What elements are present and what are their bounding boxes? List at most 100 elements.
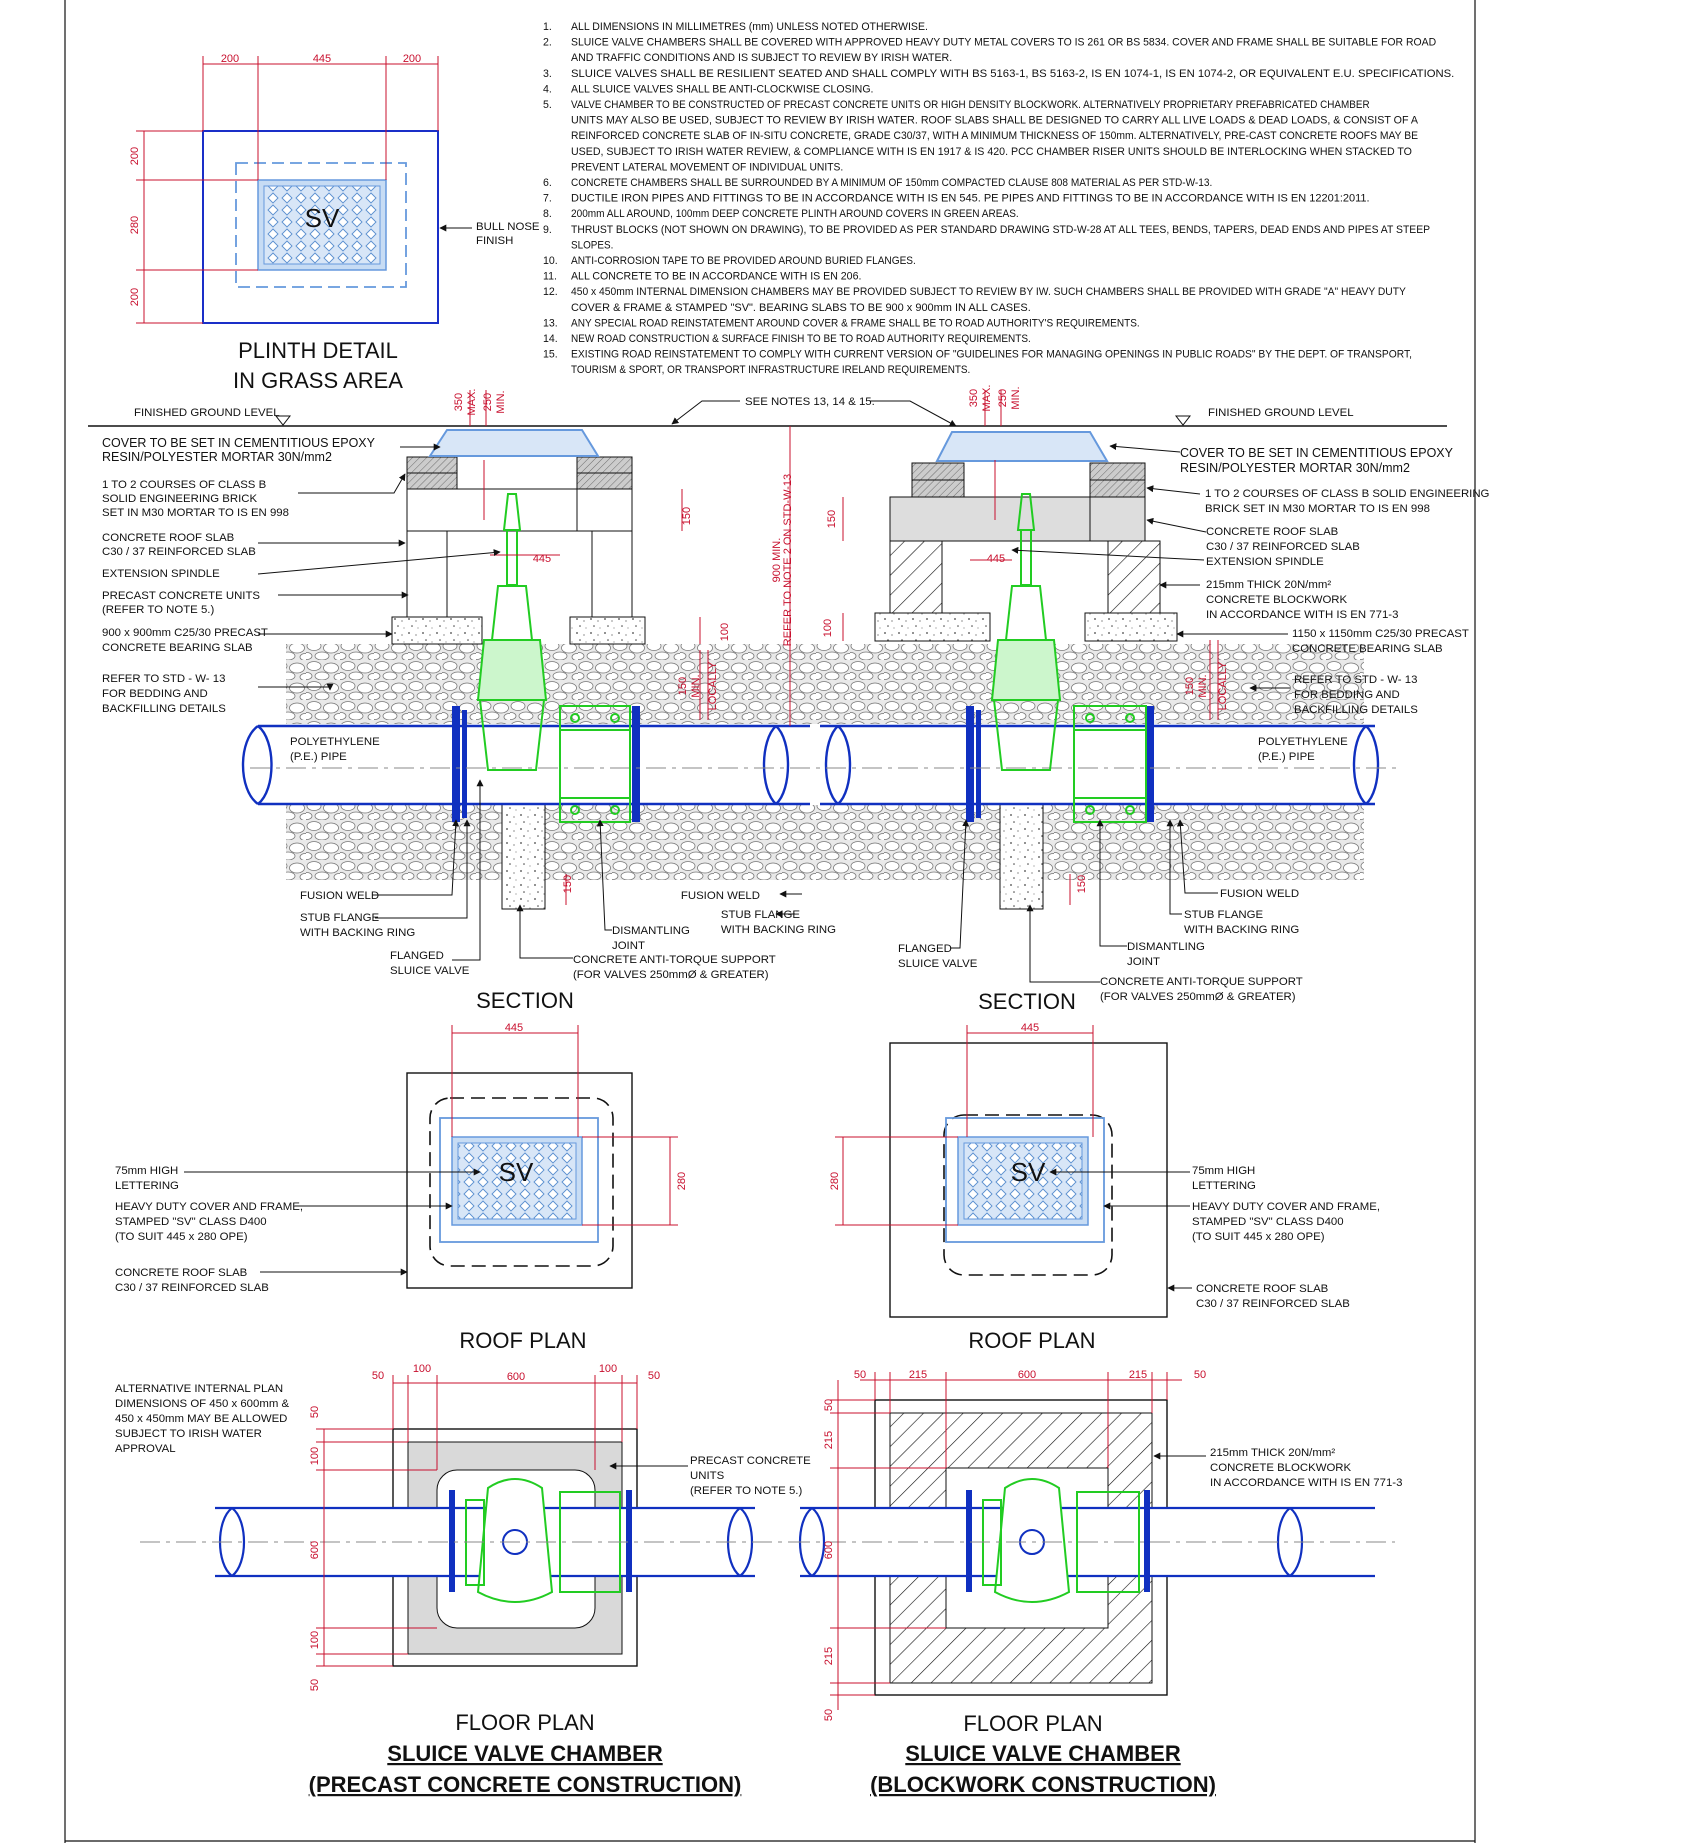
note-number: 3. [543,68,552,80]
label-roof-slab: CONCRETE ROOF SLAB [1206,526,1338,538]
note-number: 13. [543,317,558,329]
label-bedding: BACKFILLING DETAILS [102,703,226,715]
section-right-labels [775,443,1290,983]
dim-100: 100 [719,623,731,641]
label-alt-dimensions: DIMENSIONS OF 450 x 600mm & [115,1398,289,1410]
note-text: ALL DIMENSIONS IN MILLIMETRES (mm) UNLES… [571,21,928,33]
dim-250: 250 [997,389,1009,407]
label-bearing-slab: 1150 x 1150mm C25/30 PRECAST [1292,628,1469,640]
label-extension-spindle: EXTENSION SPINDLE [1206,556,1324,568]
dim-600: 600 [309,1541,321,1559]
dim-350: 350 [968,389,980,407]
floor-plan-left: 50 100 600 100 50 50 100 600 100 50 PREC… [115,1363,811,1735]
label-dismantling-joint: JOINT [1127,956,1160,968]
label-cover: COVER TO BE SET IN CEMENTITIOUS EPOXY [1180,446,1454,460]
note-number: 2. [543,37,552,49]
label-cover-frame: STAMPED "SV" CLASS D400 [115,1216,267,1228]
label-lettering: LETTERING [115,1180,179,1192]
dim-215: 215 [823,1431,835,1449]
note-text: THRUST BLOCKS (NOT SHOWN ON DRAWING), TO… [571,224,1430,236]
roof-left-title: ROOF PLAN [459,1328,586,1353]
granular-bed-left [286,644,826,724]
label-pe-pipe: POLYETHYLENE [1258,736,1348,748]
note-text: 200mm ALL AROUND, 100mm DEEP CONCRETE PL… [571,208,1019,220]
label-finish: FINISH [476,235,513,247]
pe-pipe-left [241,706,810,822]
dim-100: 100 [599,1363,617,1375]
dim-200: 200 [221,53,239,65]
note-text: VALVE CHAMBER TO BE CONSTRUCTED OF PRECA… [571,99,1370,111]
label-extension-spindle: EXTENSION SPINDLE [102,568,220,580]
roof-right-sv-stamp: SV [1011,1157,1046,1187]
label-lettering: 75mm HIGH [115,1165,178,1177]
note-number: 12. [543,286,558,298]
label-precast-units: (REFER TO NOTE 5.) [690,1485,802,1497]
label-brick: 1 TO 2 COURSES OF CLASS B SOLID ENGINEER… [1205,488,1490,500]
label-bearing-slab: CONCRETE BEARING SLAB [102,642,253,654]
dim-445: 445 [987,553,1005,565]
label-cover-frame: HEAVY DUTY COVER AND FRAME, [115,1201,303,1213]
dim-215: 215 [909,1369,927,1381]
label-fgl-right: FINISHED GROUND LEVEL [1208,407,1354,419]
note-number: 10. [543,255,558,267]
caption-right-line1: SLUICE VALVE CHAMBER [905,1741,1181,1766]
caption-right-line2: (BLOCKWORK CONSTRUCTION) [870,1772,1216,1797]
label-bedding: FOR BEDDING AND [1294,689,1400,701]
note-text: COVER & FRAME & STAMPED "SV". BEARING SL… [571,302,1031,314]
label-blockwork: CONCRETE BLOCKWORK [1210,1462,1352,1474]
dim-150: 150 [1076,875,1088,893]
granular-bed-left-lower [286,805,826,880]
label-stub-flange: STUB FLANGE [1184,909,1264,921]
caption-left-line2: (PRECAST CONCRETE CONSTRUCTION) [309,1772,742,1797]
note-text: ANY SPECIAL ROAD REINSTATEMENT AROUND CO… [571,317,1140,329]
label-dismantling-joint: DISMANTLING [1127,941,1205,953]
note-text: AND TRAFFIC CONDITIONS AND IS SUBJECT TO… [571,52,952,64]
dim-max: MAX. [466,389,478,416]
sluice-valve-left [476,493,631,823]
dim-445: 445 [533,553,551,565]
label-precast-units: PRECAST CONCRETE [690,1455,811,1467]
label-pe-pipe: (P.E.) PIPE [1258,751,1315,763]
label-fusion-weld: FUSION WELD [681,890,760,902]
dim-200: 200 [403,53,421,65]
label-roof-slab: C30 / 37 REINFORCED SLAB [1196,1298,1350,1310]
label-pe-pipe: (P.E.) PIPE [290,751,347,763]
note-text: ALL CONCRETE TO BE IN ACCORDANCE WITH IS… [571,271,861,283]
label-precast-units: UNITS [690,1470,725,1482]
section-dimensions [469,390,1219,905]
note-text: 450 x 450mm INTERNAL DIMENSION CHAMBERS … [571,286,1406,298]
dim-215: 215 [823,1647,835,1665]
dim-445: 445 [505,1022,523,1034]
label-roof-slab: CONCRETE ROOF SLAB [115,1267,247,1279]
note-number: 14. [543,333,558,345]
label-blockwork: 215mm THICK 20N/mm² [1210,1447,1335,1459]
granular-bed-right-lower [824,805,1364,880]
dim-max: MAX. [981,385,993,412]
label-brick: BRICK SET IN M30 MORTAR TO IS EN 998 [1205,503,1430,515]
note-text: CONCRETE CHAMBERS SHALL BE SURROUNDED BY… [571,177,1212,189]
label-bearing-slab: CONCRETE BEARING SLAB [1292,643,1443,655]
label-blockwork: IN ACCORDANCE WITH IS EN 771-3 [1206,609,1398,621]
roof-plan-left: SV 445 280 75mm HIGH LETTERING HEAVY DUT… [115,1022,688,1353]
floor-left-title: FLOOR PLAN [455,1710,594,1735]
label-precast-units: (REFER TO NOTE 5.) [102,604,214,616]
dim-280: 280 [676,1172,688,1190]
dim-50: 50 [372,1370,384,1382]
label-precast-units: PRECAST CONCRETE UNITS [102,590,260,602]
granular-bed-right [824,644,1364,724]
section-left-title: SECTION [476,988,574,1013]
label-lettering: LETTERING [1192,1180,1256,1192]
dim-280: 280 [829,1172,841,1190]
label-roof-slab: CONCRETE ROOF SLAB [1196,1283,1328,1295]
plinth-sv-stamp: SV [305,203,340,233]
label-blockwork: CONCRETE BLOCKWORK [1206,594,1348,606]
note-number: 4. [543,83,552,95]
label-cover: RESIN/POLYESTER MORTAR 30N/mm2 [102,450,332,464]
dim-min: MIN. [1010,386,1022,409]
section-left-label-texts: COVER TO BE SET IN CEMENTITIOUS EPOXY RE… [102,436,776,1013]
dim-50: 50 [309,1406,321,1418]
label-anti-torque: (FOR VALVES 250mmØ & GREATER) [573,969,769,981]
label-brick: SOLID ENGINEERING BRICK [102,493,257,505]
note-text: TOURISM & SPORT, OR TRANSPORT INFRASTRUC… [571,364,970,376]
